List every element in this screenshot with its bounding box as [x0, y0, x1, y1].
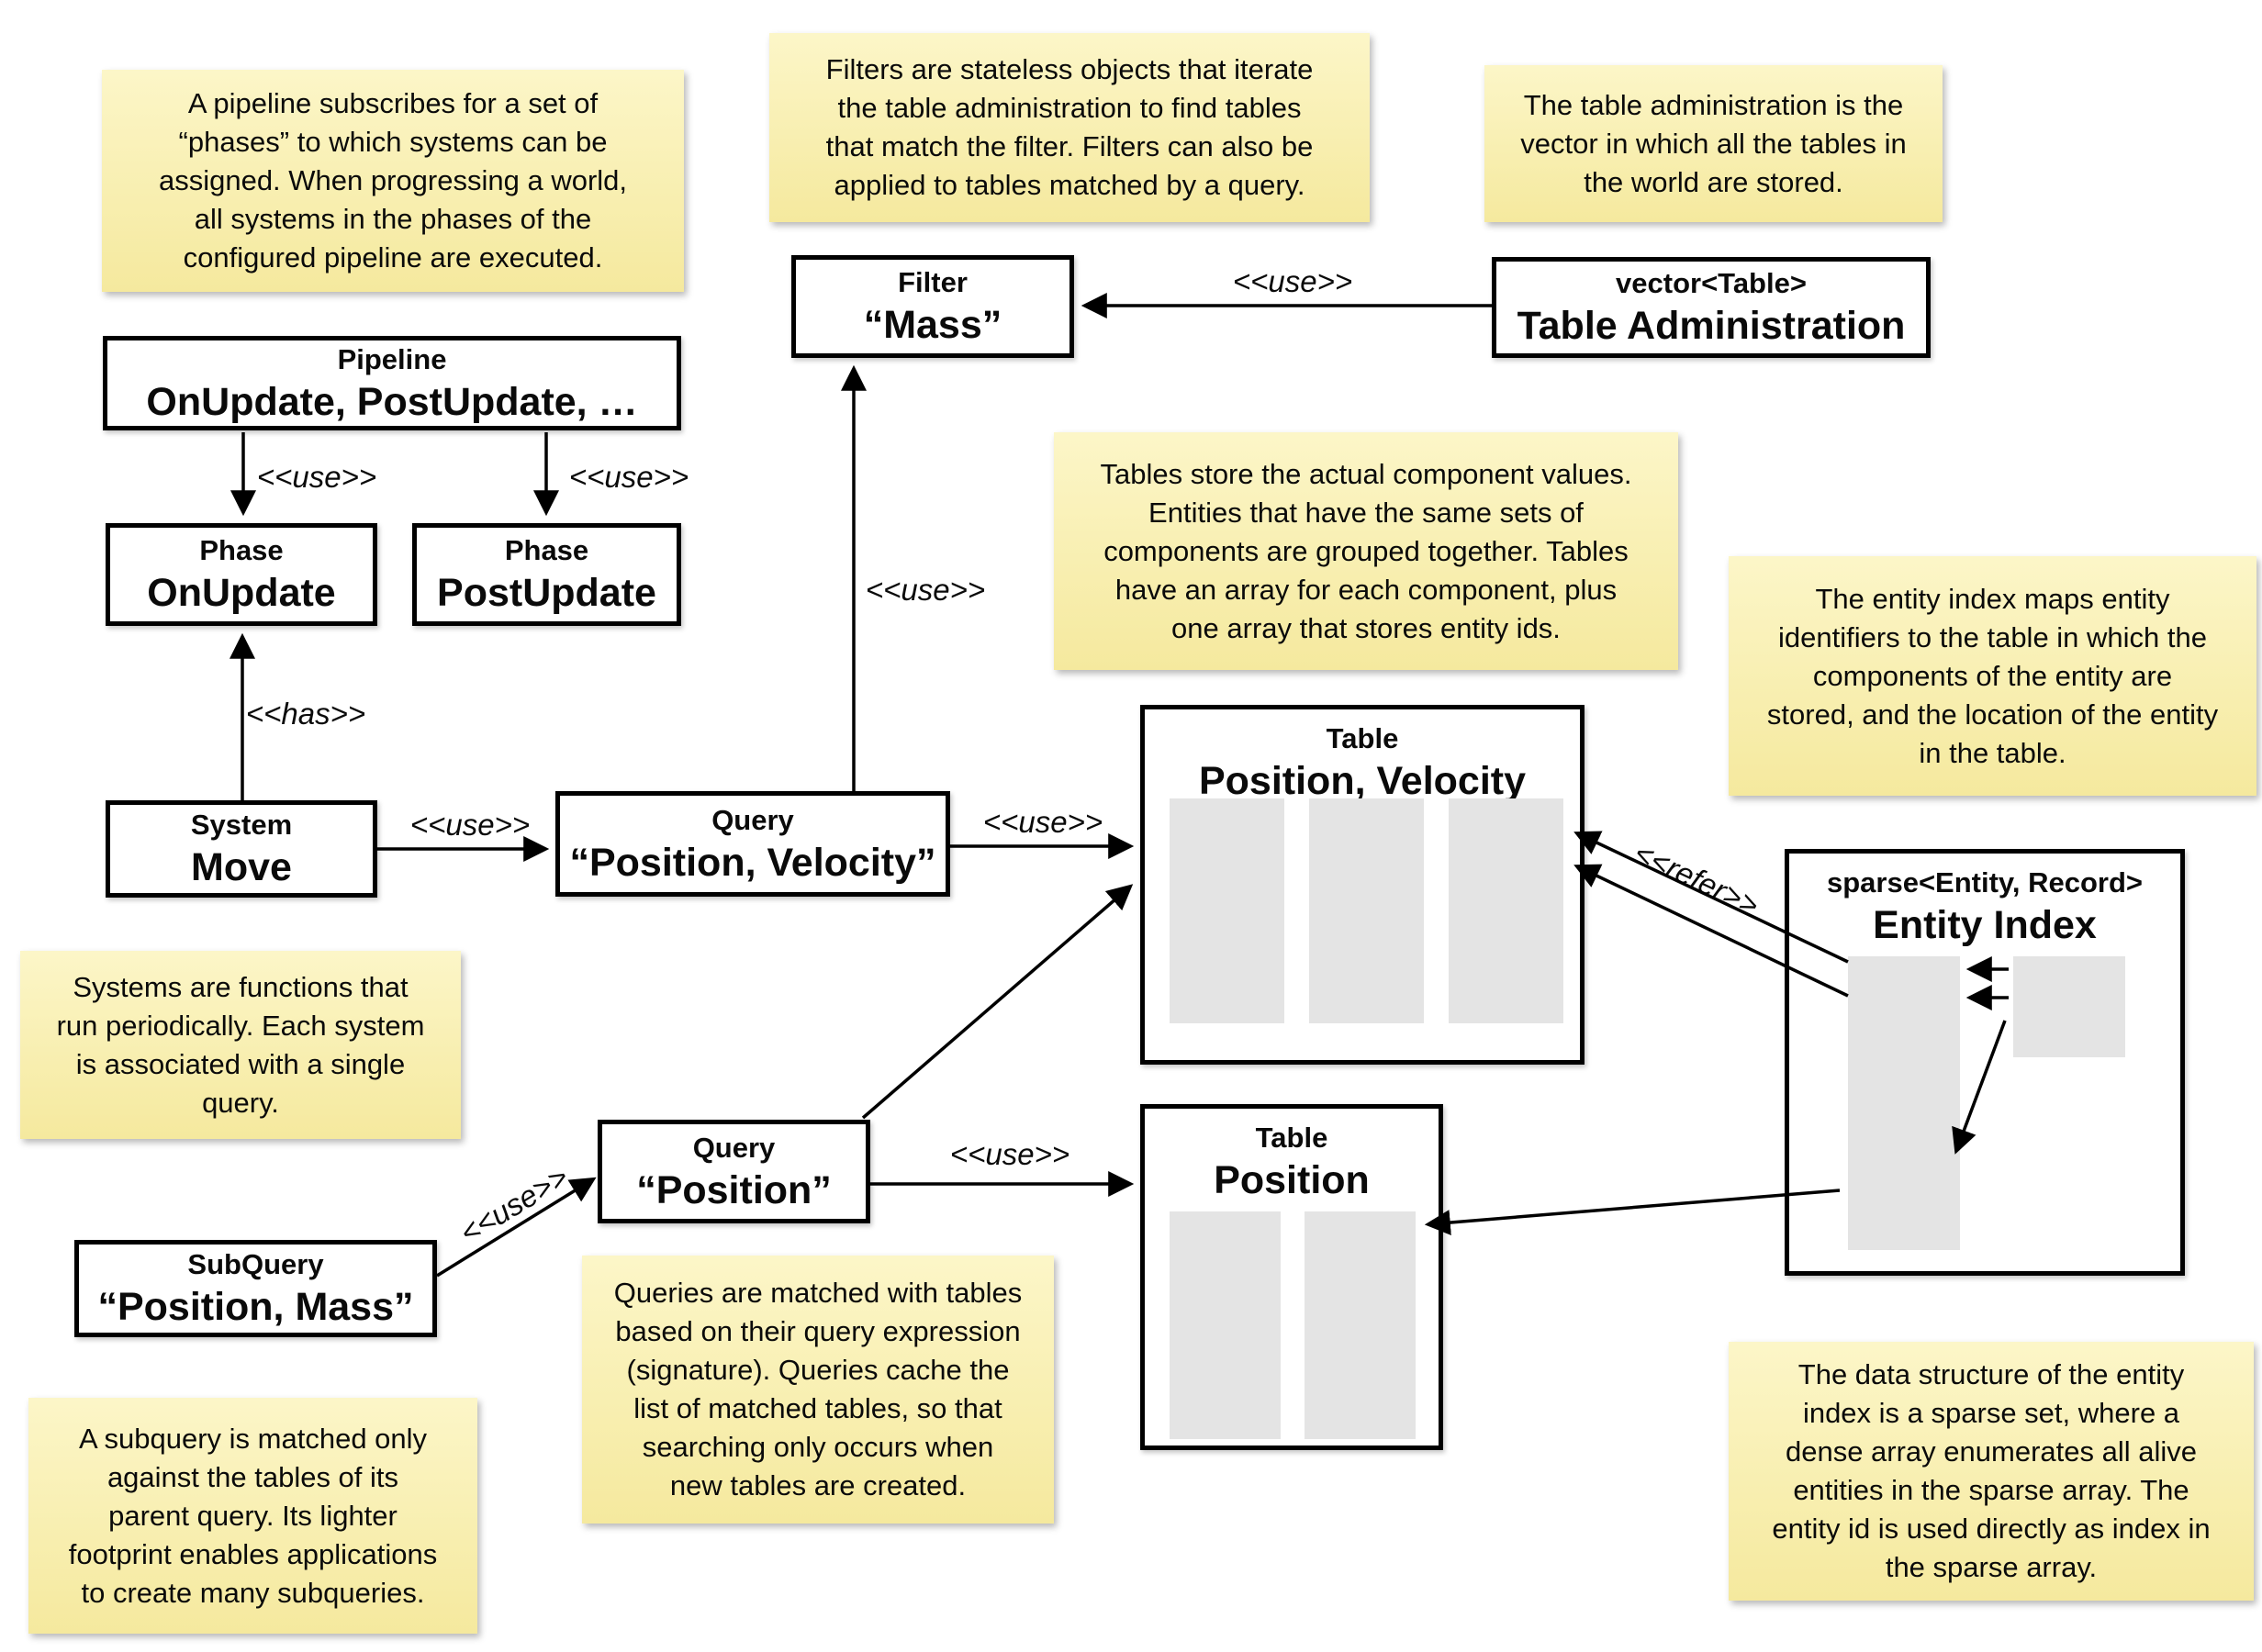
note-subquery: A subquery is matched only against the t… [28, 1398, 477, 1634]
box-query-position: Query “Position” [598, 1120, 870, 1223]
edge-label-use: <<use>> [454, 1159, 575, 1250]
box-phase-postupdate-name: PostUpdate [437, 571, 656, 615]
edge-label-use: <<use>> [865, 573, 986, 607]
box-table-administration-stereotype: vector<Table> [1616, 267, 1807, 299]
box-table-position-stereotype: Table [1255, 1122, 1328, 1154]
arrow-queryp-use-tablepv [861, 884, 1134, 1120]
note-table-administration: The table administration is the vector i… [1484, 65, 1943, 222]
box-entity-index-stereotype: sparse<Entity, Record> [1826, 866, 2143, 899]
sparse-array-bar [1848, 956, 1960, 1250]
component-array-bar [1170, 1211, 1281, 1439]
edge-label-use: <<use>> [982, 805, 1103, 839]
component-array-bar [1309, 798, 1424, 1023]
box-pipeline-name: OnUpdate, PostUpdate, … [146, 379, 638, 424]
box-pipeline-stereotype: Pipeline [337, 342, 447, 375]
box-filter-mass: Filter “Mass” [791, 255, 1074, 358]
edge-label-use: <<use>> [1232, 264, 1353, 298]
box-subquery-name: “Position, Mass” [97, 1285, 414, 1329]
box-filter-mass-stereotype: Filter [898, 266, 968, 298]
edge-label-use: <<use>> [568, 460, 689, 494]
box-subquery-stereotype: SubQuery [187, 1248, 324, 1280]
box-phase-onupdate: Phase OnUpdate [106, 523, 377, 626]
note-pipeline: A pipeline subscribes for a set of “phas… [102, 70, 684, 292]
box-query-position-stereotype: Query [692, 1131, 776, 1164]
box-query-position-velocity-stereotype: Query [711, 803, 794, 836]
box-filter-mass-name: “Mass” [863, 303, 1002, 347]
edge-label-use: <<use>> [949, 1137, 1070, 1171]
box-entity-index: sparse<Entity, Record> Entity Index [1785, 849, 2185, 1276]
box-table-position-velocity-stereotype: Table [1326, 722, 1399, 754]
box-query-position-velocity: Query “Position, Velocity” [555, 791, 950, 897]
box-subquery: SubQuery “Position, Mass” [74, 1240, 437, 1337]
box-phase-onupdate-name: OnUpdate [147, 571, 336, 615]
component-array-bar [1170, 798, 1284, 1023]
box-query-position-velocity-name: “Position, Velocity” [569, 840, 936, 885]
note-entity-index: The entity index maps entity identifiers… [1729, 556, 2256, 796]
note-filters: Filters are stateless objects that itera… [769, 33, 1370, 222]
box-table-position-name: Position [1214, 1158, 1370, 1202]
note-queries: Queries are matched with tables based on… [582, 1256, 1054, 1524]
box-system-move-stereotype: System [190, 809, 293, 841]
box-table-position: Table Position [1140, 1104, 1443, 1450]
box-system-move: System Move [106, 800, 377, 898]
note-systems: Systems are functions that run periodica… [20, 951, 461, 1139]
box-system-move-name: Move [191, 845, 292, 889]
component-array-bar [1305, 1211, 1416, 1439]
box-table-position-velocity-name: Position, Velocity [1198, 759, 1527, 803]
edge-label-use: <<use>> [256, 460, 377, 494]
box-phase-postupdate-stereotype: Phase [504, 534, 589, 566]
edge-label-has: <<has>> [245, 697, 366, 731]
edge-label-refer: <<refer>> [1629, 835, 1764, 922]
arrow-entityindex-refer-tablep [1424, 1189, 1841, 1235]
box-phase-postupdate: Phase PostUpdate [412, 523, 681, 626]
box-phase-onupdate-stereotype: Phase [199, 534, 284, 566]
box-table-administration-name: Table Administration [1517, 304, 1906, 348]
edge-label-use: <<use>> [409, 808, 531, 842]
box-pipeline: Pipeline OnUpdate, PostUpdate, … [103, 336, 681, 430]
box-query-position-name: “Position” [636, 1167, 832, 1212]
component-array-bar [1449, 798, 1563, 1023]
box-table-position-velocity: Table Position, Velocity [1140, 705, 1585, 1065]
dense-array-bar [2013, 956, 2125, 1057]
note-tables: Tables store the actual component values… [1054, 432, 1678, 670]
box-table-administration: vector<Table> Table Administration [1492, 257, 1931, 358]
box-entity-index-name: Entity Index [1873, 903, 2097, 947]
note-sparse-set: The data structure of the entity index i… [1729, 1342, 2254, 1601]
